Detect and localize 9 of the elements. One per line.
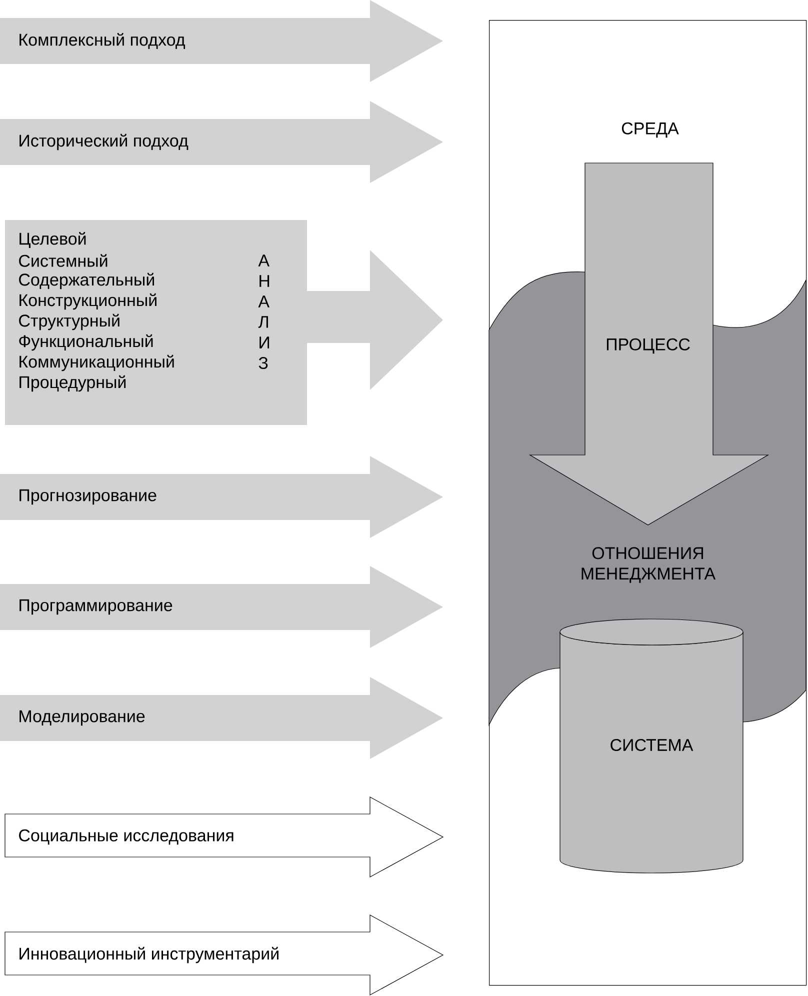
arrow-box: Исторический подход: [0, 101, 443, 183]
arrow-box: Социальные исследования: [4, 796, 444, 878]
arrow-box: Комплексный подход: [0, 0, 443, 82]
arrow-box: Программирование: [0, 566, 443, 648]
arrow-box: Моделирование: [0, 677, 443, 759]
arrow-box: Прогнозирование: [0, 456, 443, 538]
cylinder: СИСТЕМА: [560, 618, 744, 874]
arrow-box: Целевой Системный Содержательный Конструкционный Структурный Функциональный Коммуникационный Процедурный А Н А Л И З: [5, 220, 443, 425]
arrow-box: Инновационный инструментарий: [4, 914, 444, 996]
